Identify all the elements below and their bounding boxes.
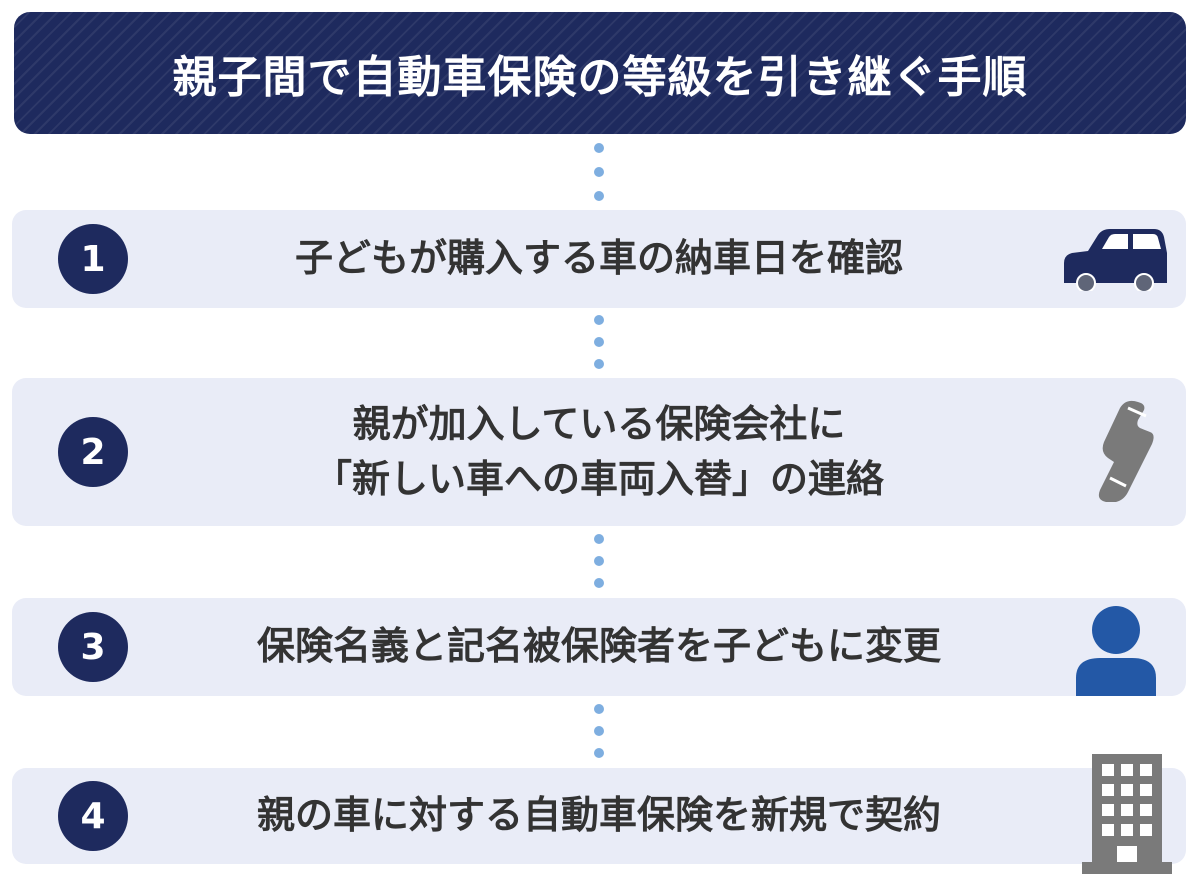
step-text: 子どもが購入する車の納車日を確認 xyxy=(162,210,1036,308)
building-icon xyxy=(1082,754,1172,874)
car-icon xyxy=(1064,229,1167,291)
connector-dot xyxy=(594,359,604,369)
connector-dot xyxy=(594,191,604,201)
step-text-line: 「新しい車への車両入替」の連絡 xyxy=(313,457,884,501)
phone-icon xyxy=(1098,400,1154,502)
connector-dot xyxy=(594,726,604,736)
connector-dot xyxy=(594,315,604,325)
page-title: 親子間で自動車保険の等級を引き継ぐ手順 xyxy=(172,52,1028,103)
step-3: 3 保険名義と記名被保険者を子どもに変更 xyxy=(12,598,1186,696)
connector-dot xyxy=(594,704,604,714)
connector-dot xyxy=(594,748,604,758)
step-text-line: 保険名義と記名被保険者を子どもに変更 xyxy=(256,624,941,669)
connector-dot xyxy=(594,578,604,588)
step-1: 1 子どもが購入する車の納車日を確認 xyxy=(12,210,1186,308)
connector-dots xyxy=(594,534,606,594)
step-text: 保険名義と記名被保険者を子どもに変更 xyxy=(162,598,1036,696)
connector-dots xyxy=(594,143,606,203)
connector-dot xyxy=(594,534,604,544)
step-text-line: 子どもが購入する車の納車日を確認 xyxy=(294,236,903,281)
step-number-badge: 2 xyxy=(58,417,128,487)
connector-dots xyxy=(594,704,606,764)
connector-dots xyxy=(594,315,606,375)
step-number-badge: 1 xyxy=(58,224,128,294)
step-text-line: 親の車に対する自動車保険を新規で契約 xyxy=(256,793,941,838)
person-icon xyxy=(1076,606,1156,696)
step-text: 親の車に対する自動車保険を新規で契約 xyxy=(162,768,1036,864)
step-text: 親が加入している保険会社に 「新しい車への車両入替」の連絡 xyxy=(162,378,1036,526)
step-number-badge: 3 xyxy=(58,612,128,682)
connector-dot xyxy=(594,167,604,177)
connector-dot xyxy=(594,143,604,153)
connector-dot xyxy=(594,337,604,347)
step-2: 2 親が加入している保険会社に 「新しい車への車両入替」の連絡 xyxy=(12,378,1186,526)
step-text-line: 親が加入している保険会社に xyxy=(352,401,846,446)
step-4: 4 親の車に対する自動車保険を新規で契約 xyxy=(12,754,1186,874)
connector-dot xyxy=(594,556,604,566)
title-banner: 親子間で自動車保険の等級を引き継ぐ手順 xyxy=(14,12,1186,134)
step-number-badge: 4 xyxy=(58,781,128,851)
